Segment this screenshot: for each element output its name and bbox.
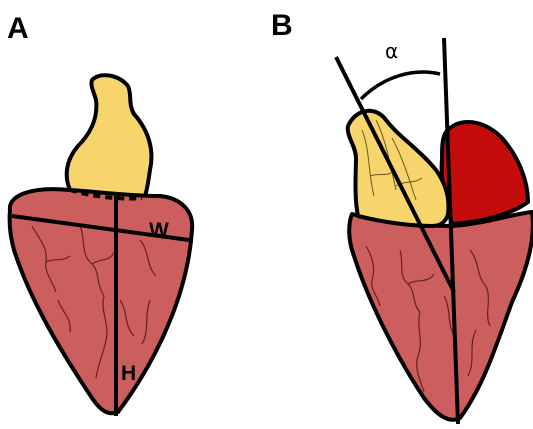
panel-a-bulbus bbox=[67, 75, 152, 204]
panel-b-atrium bbox=[442, 122, 528, 224]
panel-b-ventricle bbox=[349, 212, 533, 420]
panel-b-bulbus bbox=[348, 111, 449, 226]
panel-a-label: A bbox=[7, 12, 29, 45]
panel-a: A W H bbox=[7, 12, 192, 416]
panel-b: B α bbox=[271, 9, 533, 424]
panel-b-label: B bbox=[271, 9, 293, 42]
panel-b-angle-label: α bbox=[385, 39, 398, 63]
panel-a-width-label: W bbox=[149, 219, 169, 242]
panel-b-angle-arc bbox=[361, 72, 440, 99]
panel-a-height-label: H bbox=[121, 362, 136, 385]
